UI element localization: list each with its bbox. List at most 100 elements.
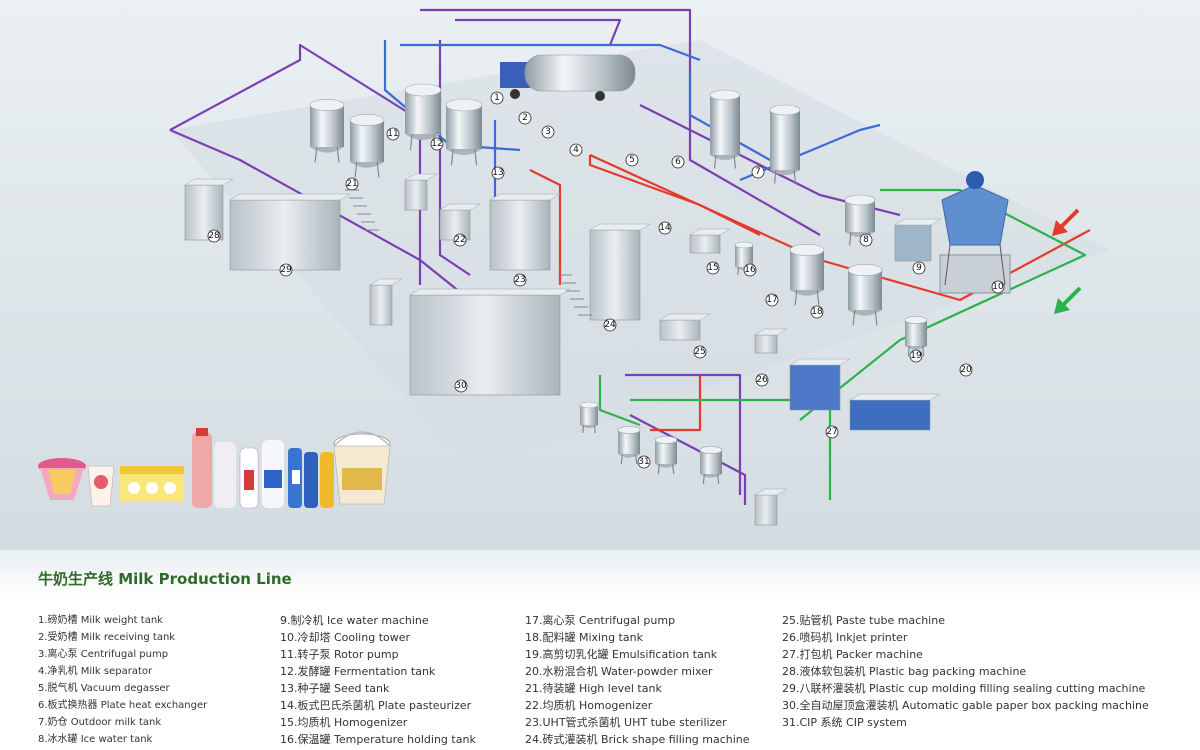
legend-item: 9.制冷机 Ice water machine xyxy=(280,614,429,627)
svg-text:4: 4 xyxy=(573,145,579,155)
svg-text:29: 29 xyxy=(280,265,292,275)
jelly-cup-product xyxy=(38,458,86,500)
marker-4: 4 xyxy=(569,143,583,157)
svg-text:25: 25 xyxy=(694,347,705,357)
homogenizer xyxy=(439,203,481,241)
emulsification-tank xyxy=(904,316,928,356)
stairs xyxy=(345,189,379,231)
marker-3: 3 xyxy=(541,125,555,139)
svg-text:5: 5 xyxy=(629,155,635,165)
equipment-layer xyxy=(184,54,1011,526)
paste-tube-machine xyxy=(659,313,711,341)
legend-item: 25.贴管机 Paste tube machine xyxy=(782,614,945,627)
uht-sterilizer xyxy=(489,193,561,271)
conveyor xyxy=(849,393,941,431)
fermentation-tank xyxy=(309,99,345,163)
marker-27: 27 xyxy=(825,425,839,439)
svg-text:1: 1 xyxy=(494,93,500,103)
svg-text:26: 26 xyxy=(756,375,768,385)
cooling-tower xyxy=(939,171,1011,294)
marker-5: 5 xyxy=(625,153,639,167)
drink-bottle-products xyxy=(288,448,334,508)
marker-8: 8 xyxy=(859,233,873,247)
legend-header: 牛奶生产线 Milk Production Line xyxy=(0,550,1200,598)
legend-panel: 牛奶生产线 Milk Production Line 1.磅奶槽 Milk we… xyxy=(0,550,1200,750)
ice-water-machine xyxy=(894,218,942,262)
svg-text:6: 6 xyxy=(675,157,681,167)
legend-item: 31.CIP 系统 CIP system xyxy=(782,716,907,729)
marker-31: 31 xyxy=(637,455,651,469)
svg-text:9: 9 xyxy=(916,263,922,273)
outlet-arrow-green xyxy=(1054,286,1082,314)
svg-text:28: 28 xyxy=(208,231,220,241)
fermentation-tank xyxy=(404,83,442,151)
pipe-blue xyxy=(400,43,701,62)
mixing-tank xyxy=(847,264,883,326)
dairy-products xyxy=(38,428,391,509)
cip-tank xyxy=(579,401,599,434)
svg-text:12: 12 xyxy=(431,139,442,149)
marker-20: 20 xyxy=(959,363,973,377)
marker-9: 9 xyxy=(912,261,926,275)
marker-17: 17 xyxy=(765,293,779,307)
marker-24: 24 xyxy=(603,318,617,332)
svg-text:11: 11 xyxy=(387,129,398,139)
pipe-red xyxy=(650,375,702,432)
marker-19: 19 xyxy=(909,349,923,363)
legend-item: 19.高剪切乳化罐 Emulsification tank xyxy=(525,648,718,661)
svg-text:30: 30 xyxy=(455,381,467,391)
marker-22: 22 xyxy=(453,233,467,247)
legend-item: 27.打包机 Packer machine xyxy=(782,648,923,661)
pipe-green xyxy=(598,375,641,427)
marker-18: 18 xyxy=(810,305,824,319)
legend-item: 7.奶仓 Outdoor milk tank xyxy=(38,717,162,728)
svg-text:15: 15 xyxy=(707,263,718,273)
legend-item: 4.净乳机 Milk separator xyxy=(38,666,153,677)
svg-text:13: 13 xyxy=(492,168,503,178)
yogurt-bucket-product xyxy=(333,431,391,505)
legend-item: 12.发酵罐 Fermentation tank xyxy=(280,665,436,678)
svg-text:18: 18 xyxy=(811,307,823,317)
svg-text:22: 22 xyxy=(454,235,465,245)
marker-11: 11 xyxy=(386,127,400,141)
svg-text:24: 24 xyxy=(604,320,616,330)
svg-text:19: 19 xyxy=(910,351,922,361)
marker-29: 29 xyxy=(279,263,293,277)
pipe-purple xyxy=(455,18,622,46)
svg-text:17: 17 xyxy=(766,295,777,305)
legend-item: 6.板式换热器 Plate heat exchanger xyxy=(38,700,208,711)
yogurt-pack-product xyxy=(120,466,184,502)
svg-text:23: 23 xyxy=(514,275,525,285)
svg-text:21: 21 xyxy=(346,179,357,189)
marker-28: 28 xyxy=(207,229,221,243)
legend-item: 16.保温罐 Temperature holding tank xyxy=(280,733,476,746)
cup-filling-machine xyxy=(229,193,351,271)
svg-text:2: 2 xyxy=(522,113,528,123)
legend-item: 14.板式巴氏杀菌机 Plate pasteurizer xyxy=(280,699,472,712)
pipe-purple xyxy=(629,414,747,505)
legend-item: 21.待装罐 High level tank xyxy=(525,682,662,695)
marker-15: 15 xyxy=(706,261,720,275)
marker-23: 23 xyxy=(513,273,527,287)
legend-item: 29.八联杯灌装机 Plastic cup molding filling se… xyxy=(782,682,1146,695)
pipe-red xyxy=(588,155,761,236)
pipe-purple xyxy=(625,373,742,495)
pipe-red xyxy=(529,169,562,285)
legend-item: 2.受奶槽 Milk receiving tank xyxy=(38,632,176,643)
marker-14: 14 xyxy=(658,221,672,235)
svg-text:3: 3 xyxy=(545,127,551,137)
marker-30: 30 xyxy=(454,379,468,393)
marker-1: 1 xyxy=(490,91,504,105)
fermentation-tank xyxy=(445,98,483,166)
packer-machine xyxy=(789,358,851,411)
legend-title: 牛奶生产线 Milk Production Line xyxy=(38,570,292,588)
marker-21: 21 xyxy=(345,177,359,191)
legend-item: 23.UHT管式杀菌机 UHT tube sterilizer xyxy=(525,716,727,729)
legend-item: 11.转子泵 Rotor pump xyxy=(280,648,399,661)
legend-item: 3.离心泵 Centrifugal pump xyxy=(38,649,169,660)
milk-bottle-products xyxy=(192,428,284,509)
legend-item: 20.水粉混合机 Water-powder mixer xyxy=(525,665,713,678)
